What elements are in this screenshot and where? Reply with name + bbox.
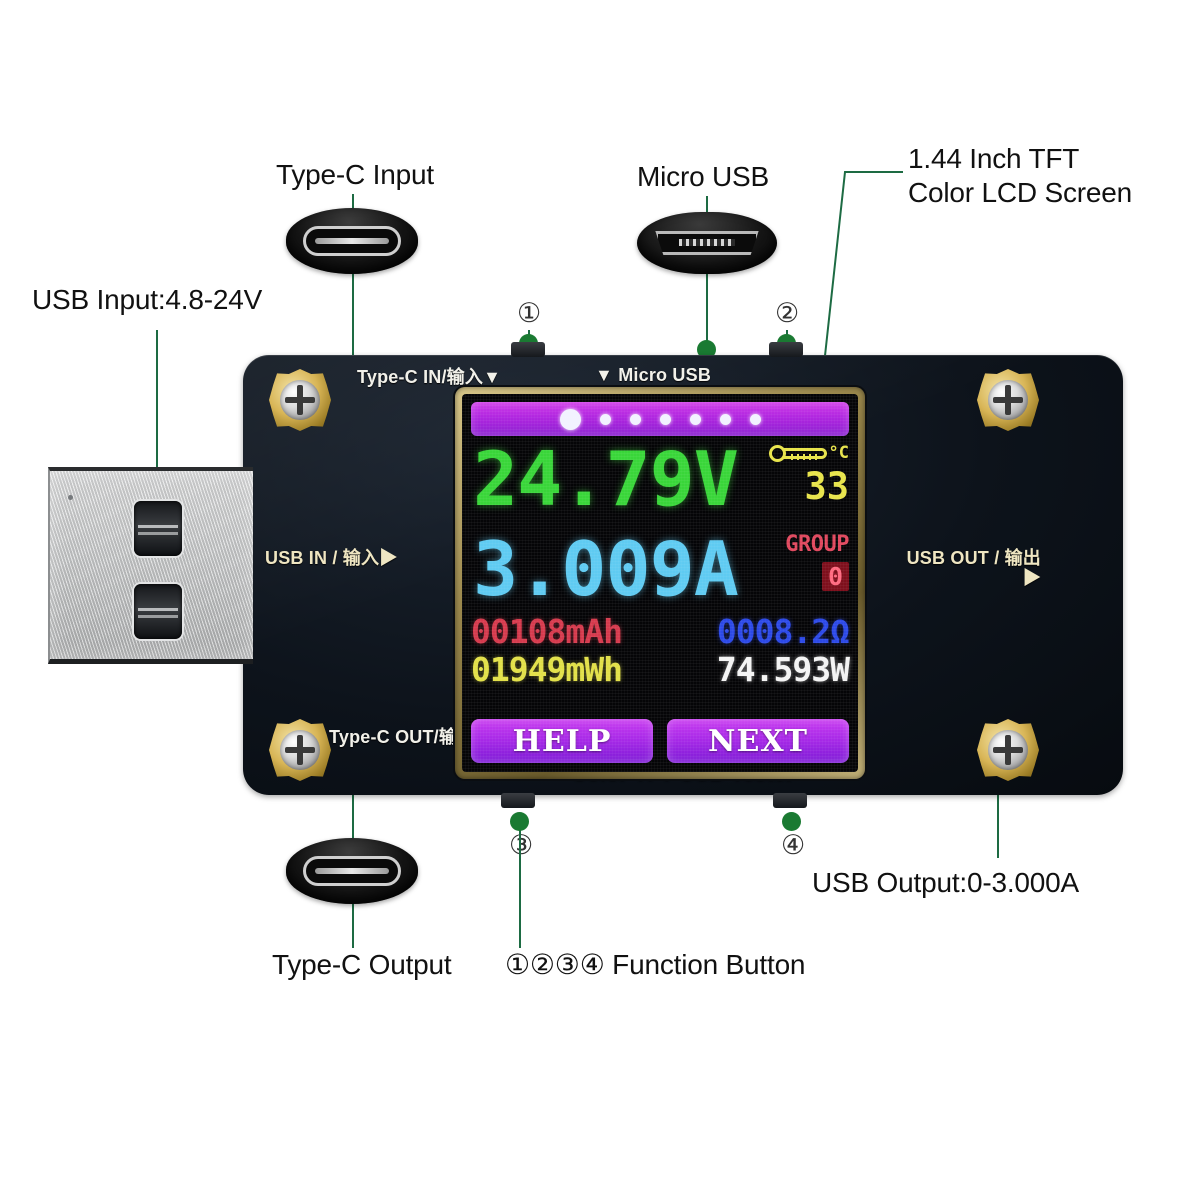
thermometer-ticks bbox=[790, 453, 821, 460]
energy-reading: 01949mWh bbox=[471, 649, 623, 689]
group-label: GROUP bbox=[785, 532, 849, 557]
type-c-output-connector bbox=[286, 838, 418, 904]
usb-a-slot-bottom bbox=[134, 584, 182, 639]
micro-usb-pins bbox=[679, 239, 735, 247]
callout-usb-output: USB Output:0-3.000A bbox=[812, 867, 1080, 898]
function-button-4[interactable] bbox=[773, 793, 807, 808]
page-indicator-dot bbox=[719, 413, 731, 425]
current-row: 3.009A GROUP 0 bbox=[471, 526, 850, 612]
function-button-3[interactable] bbox=[501, 793, 535, 808]
silkscreen-usb-out: USB OUT / 输出▶ bbox=[906, 548, 1041, 589]
power-reading: 74.593W bbox=[716, 649, 850, 689]
screw-head bbox=[280, 730, 320, 770]
silkscreen-usb-in: USB IN / 输入▶ bbox=[265, 548, 398, 568]
callout-lcd-screen: 1.44 Inch TFT Color LCD Screen bbox=[908, 143, 1132, 209]
leader-micro-usb bbox=[706, 272, 708, 348]
leader-marker-3 bbox=[519, 818, 521, 948]
resistance-reading: 0008.2Ω bbox=[716, 612, 850, 651]
type-c-input-connector bbox=[286, 208, 418, 274]
function-button-1[interactable] bbox=[511, 342, 545, 357]
usb-tester-device: Type-C IN/输入▼ ▼ Micro USB USB IN / 输入▶ U… bbox=[48, 342, 1123, 808]
screw-bottom-left bbox=[269, 719, 331, 781]
group-block: GROUP 0 bbox=[749, 532, 850, 591]
lcd-bezel: 24.79V °C 33 bbox=[455, 387, 865, 779]
current-reading: 3.009A bbox=[473, 525, 739, 613]
voltage-reading: 24.79V bbox=[473, 435, 739, 523]
silkscreen-type-c-in: Type-C IN/输入▼ bbox=[357, 367, 502, 387]
page-indicator-dot bbox=[749, 413, 761, 425]
screw-head bbox=[988, 380, 1028, 420]
voltage-row: 24.79V °C 33 bbox=[471, 436, 849, 526]
page-indicator-dot bbox=[629, 413, 641, 425]
micro-usb-connector bbox=[637, 212, 777, 274]
type-c-input-tongue bbox=[315, 237, 389, 244]
thermometer-icon bbox=[768, 444, 827, 462]
marker-1: ① bbox=[517, 298, 542, 328]
page-indicator-dot bbox=[659, 413, 671, 425]
group-value: 0 bbox=[821, 562, 849, 591]
usb-a-slot-top bbox=[134, 501, 182, 556]
leader-micro-usb-top bbox=[706, 196, 708, 220]
marker-4: ④ bbox=[781, 830, 806, 860]
callout-function-button: ①②③④ Function Button bbox=[505, 949, 806, 980]
capacity-resistance-row: 00108mAh 0008.2Ω bbox=[471, 612, 850, 651]
temperature-icon-row: °C bbox=[753, 440, 849, 466]
screen-soft-buttons: HELP NEXT bbox=[471, 719, 849, 763]
next-button[interactable]: NEXT bbox=[667, 719, 849, 763]
screw-head bbox=[988, 730, 1028, 770]
temperature-block: °C 33 bbox=[753, 440, 849, 505]
anchor-dot-micro-usb bbox=[697, 340, 716, 359]
page-indicator-dot bbox=[689, 413, 701, 425]
energy-power-row: 01949mWh 74.593W bbox=[471, 649, 850, 689]
screw-bottom-right bbox=[977, 719, 1039, 781]
temperature-unit: °C bbox=[828, 442, 849, 463]
callout-type-c-input: Type-C Input bbox=[276, 159, 434, 190]
callout-micro-usb: Micro USB bbox=[637, 161, 769, 192]
silkscreen-type-c-out: Type-C OUT/输出▼ bbox=[329, 727, 494, 747]
marker-2: ② bbox=[775, 298, 800, 328]
usb-a-plug bbox=[48, 467, 253, 664]
silkscreen-micro-usb: ▼ Micro USB bbox=[595, 365, 712, 385]
type-c-output-tongue bbox=[315, 867, 389, 874]
temperature-value: 33 bbox=[804, 465, 849, 508]
page-indicator-dot bbox=[599, 413, 611, 425]
leader-type-c-input bbox=[352, 272, 354, 372]
anchor-dot-marker-4 bbox=[782, 812, 801, 831]
lcd-screen: 24.79V °C 33 bbox=[462, 394, 858, 772]
screw-head bbox=[280, 380, 320, 420]
thermometer-bulb bbox=[768, 444, 786, 462]
function-button-2[interactable] bbox=[769, 342, 803, 357]
anchor-dot-marker-3 bbox=[510, 812, 529, 831]
capacity-reading: 00108mAh bbox=[471, 612, 623, 651]
page-indicator-dot-active bbox=[559, 408, 581, 430]
leader-type-c-output-down bbox=[352, 900, 354, 948]
marker-3: ③ bbox=[509, 830, 534, 860]
leader-usb-input bbox=[156, 330, 158, 562]
leader-type-c-input-top bbox=[352, 194, 354, 216]
leader-type-c-output-up bbox=[352, 760, 354, 842]
help-button[interactable]: HELP bbox=[471, 719, 653, 763]
screw-top-right bbox=[977, 369, 1039, 431]
callout-type-c-output: Type-C Output bbox=[272, 949, 452, 980]
screen-status-bar bbox=[471, 402, 849, 436]
callout-usb-input: USB Input:4.8-24V bbox=[32, 284, 263, 315]
screw-top-left bbox=[269, 369, 331, 431]
usb-a-pin-mark bbox=[68, 495, 73, 500]
